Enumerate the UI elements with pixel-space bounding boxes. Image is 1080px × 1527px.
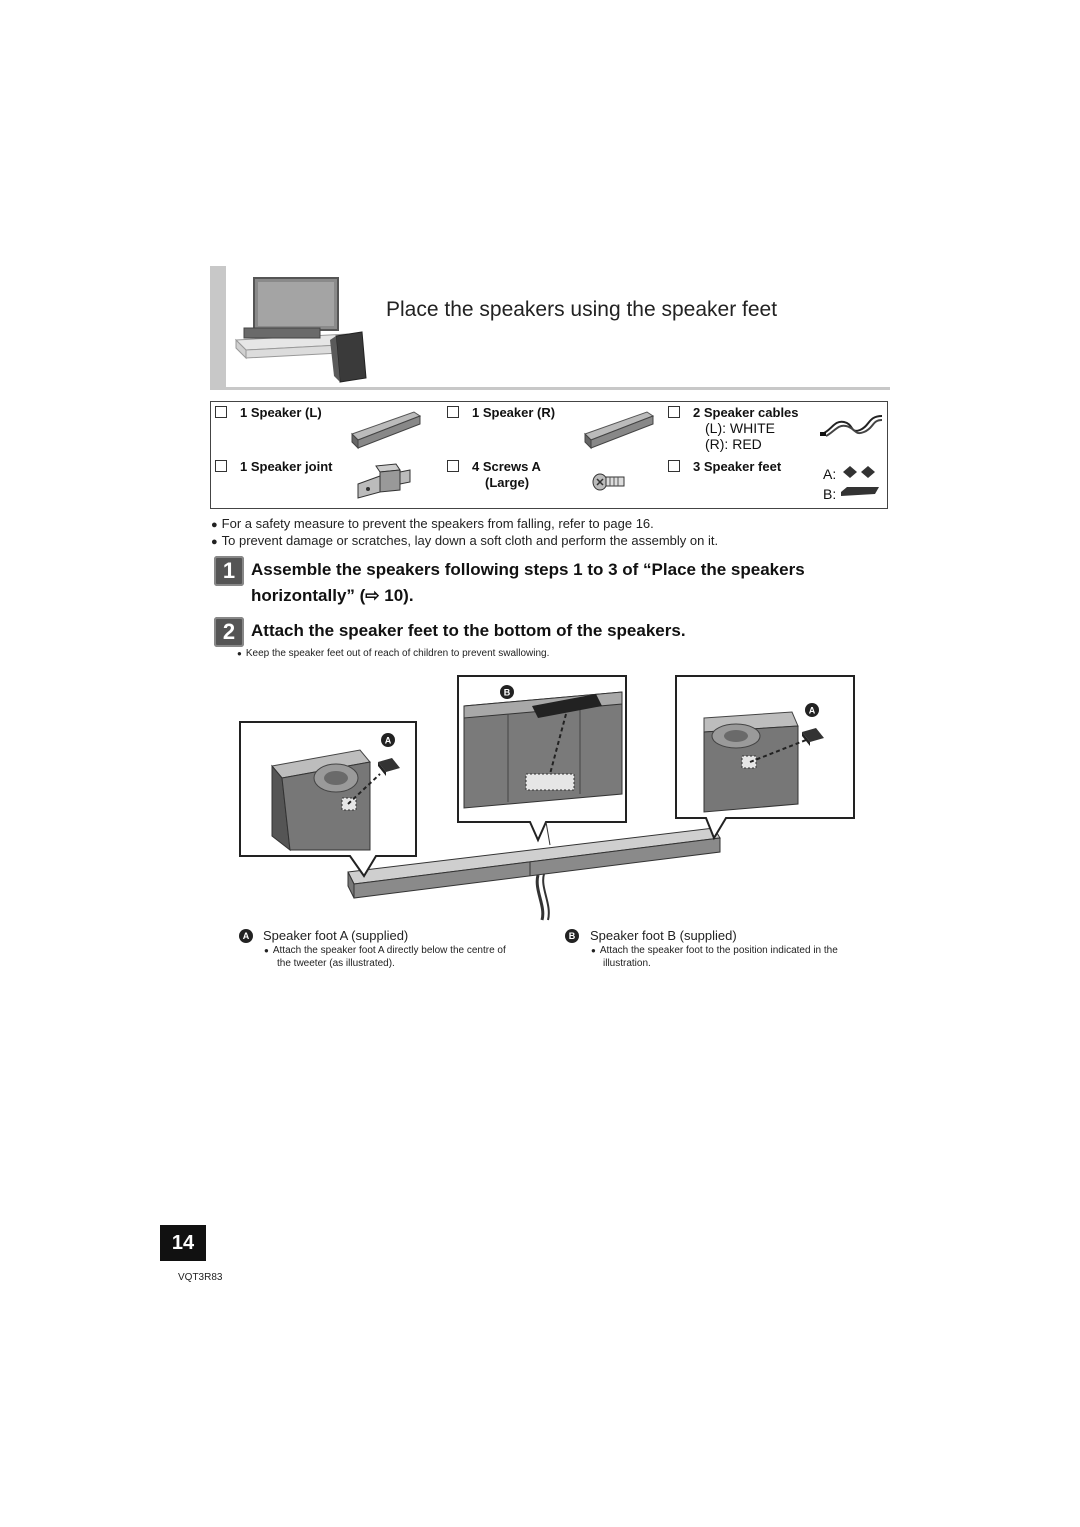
speaker-joint-icon xyxy=(357,463,411,499)
accessory-label-speaker-joint: 1 Speaker joint xyxy=(240,459,333,474)
note-safety: ●For a safety measure to prevent the spe… xyxy=(211,516,654,531)
step-1-line-1: Assemble the speakers following steps 1 … xyxy=(251,560,805,579)
feet-a-label: A: xyxy=(823,466,837,482)
note-safety-text: For a safety measure to prevent the spea… xyxy=(221,516,654,531)
marker-b-center-text: B xyxy=(504,688,511,698)
accessory-label-speaker-feet: 3 Speaker feet xyxy=(693,459,782,474)
checkbox-speaker-l[interactable] xyxy=(215,406,227,418)
accessory-label-speaker-cables: 2 Speaker cables xyxy=(693,405,799,420)
accessory-label-speaker-r: 1 Speaker (R) xyxy=(472,405,556,420)
speaker-r-icon xyxy=(584,411,655,450)
accessory-label-screws-a: 4 Screws A xyxy=(472,459,541,474)
speaker-cable-icon xyxy=(820,415,883,437)
step-2-note: ●Keep the speaker feet out of reach of c… xyxy=(237,648,550,659)
section-header-bar xyxy=(210,266,226,388)
step-1-badge: 1 xyxy=(214,556,244,586)
step-1-line-2: horizontally” (⇨ 10). xyxy=(251,586,414,605)
section-title: Place the speakers using the speaker fee… xyxy=(386,298,778,321)
caption-a-marker: A xyxy=(239,929,253,943)
cable-right-color: (R): RED xyxy=(705,436,762,452)
checkbox-speaker-feet[interactable] xyxy=(668,460,680,472)
note-cloth: ●To prevent damage or scratches, lay dow… xyxy=(211,533,719,548)
checkbox-screws-a[interactable] xyxy=(447,460,459,472)
accessory-label-speaker-l: 1 Speaker (L) xyxy=(240,405,322,420)
speaker-foot-b-icon xyxy=(841,487,879,496)
caption-a-note-line-2: the tweeter (as illustrated). xyxy=(277,958,395,969)
section-header-rule xyxy=(210,387,890,390)
checkbox-speaker-r[interactable] xyxy=(447,406,459,418)
caption-b-note-text-1: Attach the speaker foot to the position … xyxy=(599,945,838,956)
caption-a-note-text-1: Attach the speaker foot A directly below… xyxy=(272,945,506,956)
step-2-line-1: Attach the speaker feet to the bottom of… xyxy=(251,621,686,640)
note-cloth-text: To prevent damage or scratches, lay down… xyxy=(221,533,719,548)
caption-b-note-line-1: ●Attach the speaker foot to the position… xyxy=(591,945,838,956)
marker-a-right-text: A xyxy=(809,706,816,716)
step-2-note-text: Keep the speaker feet out of reach of ch… xyxy=(245,648,550,659)
caption-a-title: Speaker foot A (supplied) xyxy=(263,928,409,943)
page-number: 14 xyxy=(160,1225,206,1261)
checkbox-speaker-cables[interactable] xyxy=(668,406,680,418)
caption-b-marker: B xyxy=(565,929,579,943)
cable-left-color: (L): WHITE xyxy=(705,420,775,436)
caption-b-note-line-2: illustration. xyxy=(603,958,651,969)
speaker-l-icon xyxy=(351,411,422,450)
caption-b-title: Speaker foot B (supplied) xyxy=(590,928,737,943)
screw-icon xyxy=(592,473,625,491)
marker-a-left-text: A xyxy=(385,736,392,746)
checkbox-speaker-joint[interactable] xyxy=(215,460,227,472)
step-2-badge: 2 xyxy=(214,617,244,647)
speaker-foot-a-icon xyxy=(843,466,875,478)
feet-b-label: B: xyxy=(823,486,837,502)
speaker-feet-attachment-illustration: A B A xyxy=(239,675,855,921)
accessories-box xyxy=(210,401,888,509)
document-code: VQT3R83 xyxy=(178,1272,223,1283)
screws-size: (Large) xyxy=(485,475,530,490)
tv-speaker-setup-illustration xyxy=(234,277,367,383)
caption-a-note-line-1: ●Attach the speaker foot A directly belo… xyxy=(264,945,506,956)
